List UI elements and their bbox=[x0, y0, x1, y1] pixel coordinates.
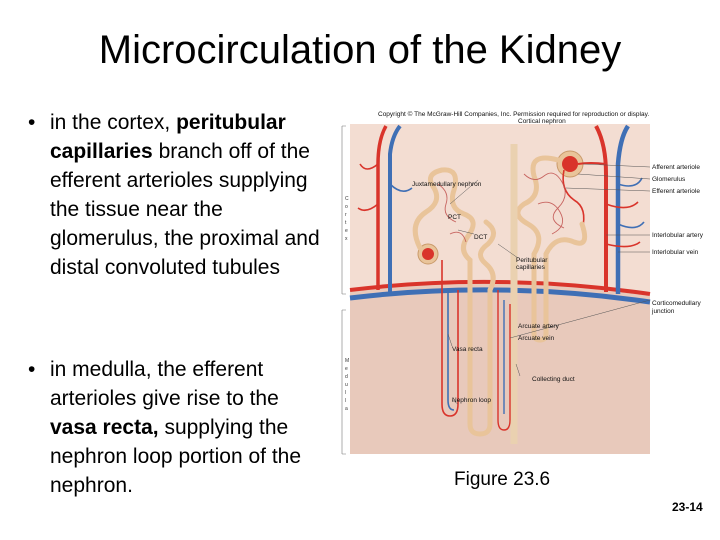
peritubular-capillaries bbox=[437, 172, 566, 243]
interlobular-artery bbox=[594, 125, 608, 292]
efferent-arteriole bbox=[562, 169, 585, 231]
cortex-letters-letter: r bbox=[345, 212, 347, 218]
cortex-letters-letter: e bbox=[345, 228, 348, 234]
label-arcuate-artery: Arcuate artery bbox=[518, 323, 560, 330]
label-juxtamedullary-nephron: Juxtamedullary nephron bbox=[412, 181, 482, 188]
cortex-letters-letter: C bbox=[345, 196, 349, 202]
bullet-text-part: in medulla, the efferent arterioles give… bbox=[50, 358, 279, 410]
cortex-bracket bbox=[341, 125, 346, 295]
cortex-letters-letter: x bbox=[345, 236, 348, 242]
glomerulus bbox=[562, 156, 578, 172]
leader-lines bbox=[447, 163, 651, 405]
slide-title: Microcirculation of the Kidney bbox=[98, 28, 622, 72]
label-peritubular-capillaries: Peritubular bbox=[516, 257, 548, 264]
medulla-letters-letter: a bbox=[345, 406, 348, 412]
medulla-letters-letter: l bbox=[345, 390, 346, 396]
cortical-nephron-tubule bbox=[515, 155, 588, 343]
label-collecting-duct: Collecting duct bbox=[532, 376, 575, 383]
label-pct: PCT bbox=[448, 214, 461, 221]
label-cortical-nephron: Cortical nephron bbox=[518, 118, 566, 125]
bullet-emphasis: peritubular capillaries bbox=[50, 111, 286, 163]
vasa-recta bbox=[441, 260, 511, 431]
cortex-region bbox=[350, 124, 650, 292]
bullet-text: in medulla, the efferent arterioles give… bbox=[50, 355, 328, 500]
bullet-glyph: • bbox=[28, 111, 36, 134]
bullet-emphasis: vasa recta, bbox=[50, 416, 159, 439]
arteriole-branches bbox=[357, 163, 641, 248]
label-corticomedullary-junction: Corticomedullary bbox=[652, 300, 702, 307]
medulla-letters-letter: d bbox=[345, 374, 348, 380]
label-interlobular-artery: Interlobular artery bbox=[652, 232, 704, 239]
medulla-letters-letter: l bbox=[345, 398, 346, 404]
bullet-medulla: • in medulla, the efferent arterioles gi… bbox=[28, 355, 328, 500]
bullet-cortex: • in the cortex, peritubular capillaries… bbox=[28, 108, 328, 282]
medulla-region bbox=[350, 283, 650, 454]
bullet-glyph: • bbox=[28, 358, 36, 381]
juxtamedullary-glomerulus bbox=[422, 248, 434, 260]
cortex-letters-letter: o bbox=[345, 204, 348, 210]
medulla-letters-letter: e bbox=[345, 366, 348, 372]
label-efferent-arteriole: Efferent arteriole bbox=[652, 188, 700, 195]
bullet-text-part: in the cortex, bbox=[50, 111, 171, 134]
medulla-letters-letter: u bbox=[345, 382, 348, 388]
label-corticomedullary-junction-2: junction bbox=[651, 308, 675, 315]
juxtamedullary-nephron-tubule bbox=[412, 167, 496, 437]
interlobular-artery-left bbox=[376, 125, 388, 290]
label-arcuate-vein: Arcuate vein bbox=[518, 335, 555, 342]
venule-branches bbox=[389, 177, 645, 229]
label-peritubular-capillaries-2: capillaries bbox=[516, 264, 546, 271]
label-interlobular-vein: Interlobular vein bbox=[652, 249, 699, 256]
figure-caption: Figure 23.6 bbox=[454, 469, 551, 490]
label-glomerulus: Glomerulus bbox=[652, 176, 686, 183]
bullet-text-part: supplying the nephron loop portion of th… bbox=[50, 416, 302, 497]
label-nephron-loop: Nephron loop bbox=[452, 397, 491, 404]
afferent-arteriole bbox=[577, 162, 607, 165]
cortex-letters-letter: t bbox=[345, 220, 347, 226]
medulla-letters-letter: M bbox=[345, 358, 349, 364]
medulla-bracket bbox=[341, 309, 346, 455]
bullet-text: in the cortex, peritubular capillaries b… bbox=[50, 108, 328, 282]
bullet-text-part: branch off of the efferent arterioles su… bbox=[50, 140, 320, 279]
slide-number: 23-14 bbox=[672, 500, 703, 514]
interlobular-vein-left bbox=[388, 124, 402, 292]
label-vasa-recta: Vasa recta bbox=[452, 346, 483, 353]
label-afferent-arteriole: Afferent arteriole bbox=[652, 164, 700, 171]
interlobular-vein bbox=[615, 124, 630, 294]
arcuate-vein bbox=[349, 287, 651, 305]
copyright-text: Copyright © The McGraw-Hill Companies, I… bbox=[378, 110, 649, 118]
label-dct: DCT bbox=[474, 234, 487, 241]
